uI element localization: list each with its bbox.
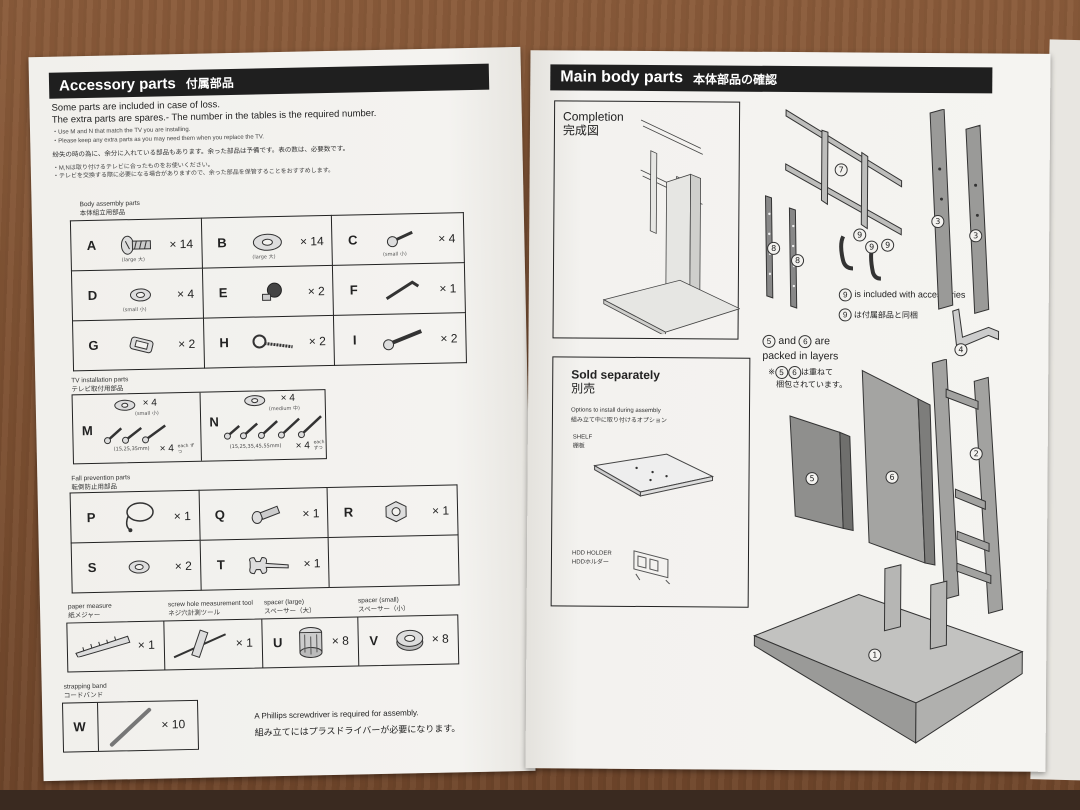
washer-s-icon [128, 560, 150, 574]
main-body-parts-page: Main body parts 本体部品の確認 Completion 完成図 [525, 50, 1051, 772]
fall-prevention-label: Fall prevention parts 転倒防止用部品 [71, 474, 131, 492]
part-cell-i: I × 2 [333, 312, 467, 366]
tool-label-screw-hole: screw hole measurement tool ネジ穴計測ツール [167, 599, 253, 618]
part-cell-empty [328, 534, 460, 588]
completion-box: Completion 完成図 [552, 100, 741, 340]
part-1-base-drawing [753, 564, 1024, 744]
shelf-label: SHELF 棚板 [572, 434, 593, 450]
part-3-posts-drawing [929, 108, 990, 314]
part-number-7: 7 [834, 163, 848, 177]
tv-installation-label: TV installation parts テレビ取付用部品 [71, 376, 129, 394]
bolts-n-icon [223, 415, 322, 440]
part-number-3a: 3 [931, 214, 945, 229]
part-7-frame-drawing [785, 109, 903, 236]
tool-label-paper-measure: paper measure 紙メジャー [67, 602, 112, 620]
part-cell-f: F × 1 [332, 262, 466, 316]
layers-note: 5 and 6 are packed in layers [762, 334, 839, 363]
part-number-6: 6 [885, 470, 899, 484]
part-2-frame-drawing [931, 358, 1004, 615]
accessory-title-en: Accessory parts [58, 74, 176, 95]
part-cell-s: S × 2 [71, 540, 201, 593]
part-number-2: 2 [969, 447, 983, 461]
part-number-8b: 8 [791, 254, 805, 268]
part-cell-p: P × 1 [70, 490, 200, 543]
body-assembly-table: A × 14 (large 大) B × 14 (large 大) C × 4 … [70, 212, 467, 371]
part-cell-h: H × 2 [203, 315, 335, 369]
long-bolt-icon [383, 328, 423, 350]
part-cell-g: G × 2 [72, 318, 205, 371]
accessory-parts-page: Accessory parts 付属部品 Some parts are incl… [28, 46, 536, 782]
hdd-holder-label: HDD HOLDER HDDホルダー [571, 550, 612, 566]
hex-key-icon [385, 279, 420, 300]
part-number-9b: 9 [865, 240, 879, 254]
part-9-hooks-drawing [839, 235, 882, 281]
part-cell-b: B × 14 (large 大) [201, 215, 333, 269]
intro-bullets-jp: ・M,Nは取り付けるテレビに合ったものをお使いください。 ・テレビを交換する際に… [52, 162, 335, 180]
intro-bullets: ・Use M and N that match the TV you are i… [51, 126, 265, 145]
sold-separately-label: Sold separately 別売 [571, 367, 661, 396]
part-cell-a: A × 14 (large 大) [70, 218, 203, 271]
main-body-header: Main body parts 本体部品の確認 [550, 64, 993, 94]
part-number-3b: 3 [969, 229, 983, 243]
part-cell-q: Q × 1 [198, 487, 329, 541]
spacer-small-icon [396, 629, 424, 651]
part-number-9c: 9 [881, 238, 895, 252]
shelf-drawing [593, 453, 715, 497]
strapping-band-icon [109, 707, 152, 747]
washer-n-icon [244, 395, 266, 407]
part-number-8a: 8 [767, 241, 781, 255]
washer-m-icon [114, 399, 136, 411]
part-cell-t: T × 1 [199, 537, 330, 591]
part-cell-e: E × 2 [202, 265, 334, 319]
knob-bolt-icon [261, 282, 282, 301]
accessory-title-jp: 付属部品 [185, 75, 234, 91]
tools-row-box: × 1 × 1 U × 8 V × 8 [66, 614, 460, 673]
accessory-parts-header: Accessory parts 付属部品 [48, 63, 490, 99]
spacer-large-icon [299, 626, 323, 658]
sold-separately-box: Sold separately 別売 Options to install du… [550, 356, 751, 608]
part-8-brackets-drawing [764, 195, 798, 309]
washer-large-icon [252, 233, 282, 251]
options-label: Options to install during assembly 組み立て中… [570, 407, 667, 425]
carpet-strip [0, 790, 1080, 810]
intro-text: Some parts are included in case of loss.… [51, 99, 377, 126]
part-cell-r: R × 1 [327, 484, 459, 538]
completed-stand-drawing [602, 119, 741, 335]
part-number-1: 1 [868, 648, 882, 662]
part-6-panel-drawing [861, 369, 936, 566]
part-number-5: 5 [805, 472, 819, 486]
tv-installation-box: M × 4 (small 小) (15,25,35mm) × 4 each ずつ… [71, 389, 327, 465]
clip-bracket-icon [129, 336, 154, 353]
screwdriver-note: A Phillips screwdriver is required for a… [254, 708, 461, 738]
part-cell-c: C × 4 (small 小) [331, 212, 465, 266]
paper-measure-icon [75, 635, 131, 658]
part-cell-d: D × 4 (small 小) [71, 268, 204, 321]
hdd-holder-drawing [633, 550, 671, 585]
washer-small-icon [130, 287, 152, 301]
tool-label-spacer-small: spacer (small) スペーサー（小） [357, 596, 410, 614]
bolts-m-icon [104, 424, 166, 445]
cable-tie-icon [252, 333, 293, 348]
included-note-jp: 9 は付属部品と同梱 [838, 308, 918, 322]
part-number-9a: 9 [853, 228, 867, 242]
part-number-4: 4 [954, 343, 968, 357]
body-assembly-label: Body assembly parts 本体組立用部品 [79, 199, 140, 218]
hex-nut-icon [385, 500, 407, 522]
wire-loop-icon [126, 501, 155, 532]
screw-small-icon [387, 230, 413, 247]
tool-label-spacer-large: spacer (large) スペーサー（大） [263, 598, 316, 616]
wrench-icon [249, 556, 289, 574]
screw-q-icon [251, 505, 281, 524]
screw-flat-head-icon [120, 235, 151, 255]
intro-text-jp: 紛失の時の為に、余分に入れている部品もあります。余った部品は予備です。表の数は、… [52, 145, 350, 159]
strapping-band-label: strapping band コードバンド [63, 682, 107, 700]
strapping-band-box: W × 10 [61, 699, 200, 753]
screw-hole-tool-icon [173, 629, 227, 659]
part-5-panel-drawing [789, 415, 854, 532]
fall-prevention-table: P × 1 Q × 1 R × 1 S × 2 T [70, 484, 460, 593]
